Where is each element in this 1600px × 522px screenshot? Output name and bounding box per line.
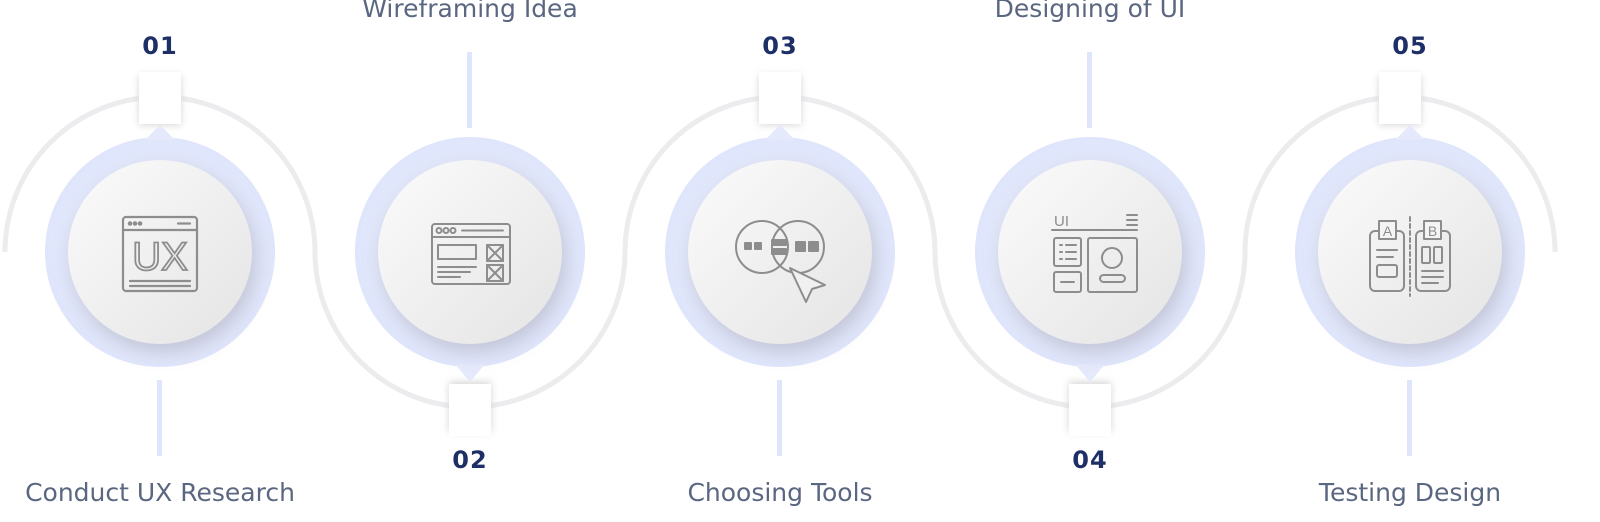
step-2-node [355,137,585,382]
step-5-title: Testing Design [1318,478,1502,507]
ab-icon-text-a: A [1383,223,1393,239]
connector-step-4 [1087,52,1092,128]
step-3-number: 03 [762,32,798,60]
connector-step-5 [1407,380,1412,456]
arc-left-edge [2,94,161,253]
step-4-node: UI [975,137,1205,382]
step-3-pointer [765,125,795,140]
step-4-pointer [1075,364,1105,382]
step-5-number: 05 [1392,32,1428,60]
ux-icon-text: UX [132,235,188,279]
notch-step-2 [449,382,491,436]
step-4-title: Designing of UI [994,0,1186,23]
ui-layout-icon [1051,214,1138,293]
step-2-disc [378,160,562,344]
ux-window-icon [121,215,199,293]
ui-icon-text: UI [1054,213,1069,230]
arc-right-edge [1399,94,1558,253]
step-5-pointer [1395,125,1425,140]
step-2-number: 02 [452,446,488,474]
notch-step-3 [759,72,801,125]
arc-notches [139,72,1421,436]
connector-step-3 [777,380,782,456]
step-1-title: Conduct UX Research [25,478,295,507]
step-3-node [665,125,895,367]
step-4-disc [998,160,1182,344]
connector-step-2 [467,52,472,128]
step-3-title: Choosing Tools [687,478,873,507]
step-2-title: Wireframing Idea [362,0,578,23]
notch-step-5 [1379,72,1421,125]
step-1-disc [68,160,252,344]
wireframe-icon [431,223,511,285]
step-5-node: A B [1295,125,1525,367]
step-1-pointer [145,125,175,140]
step-1-node: UX [45,125,275,367]
tools-venn-cursor-icon [735,220,826,303]
step-4-number: 04 [1072,446,1108,474]
notch-step-1 [139,72,181,125]
ab-testing-icon [1369,216,1451,297]
step-2-pointer [455,364,485,382]
notch-step-4 [1069,382,1111,436]
step-1-number: 01 [142,32,178,60]
ab-icon-text-b: B [1428,223,1437,239]
connector-step-1 [157,380,162,456]
title-connectors [157,52,1412,456]
